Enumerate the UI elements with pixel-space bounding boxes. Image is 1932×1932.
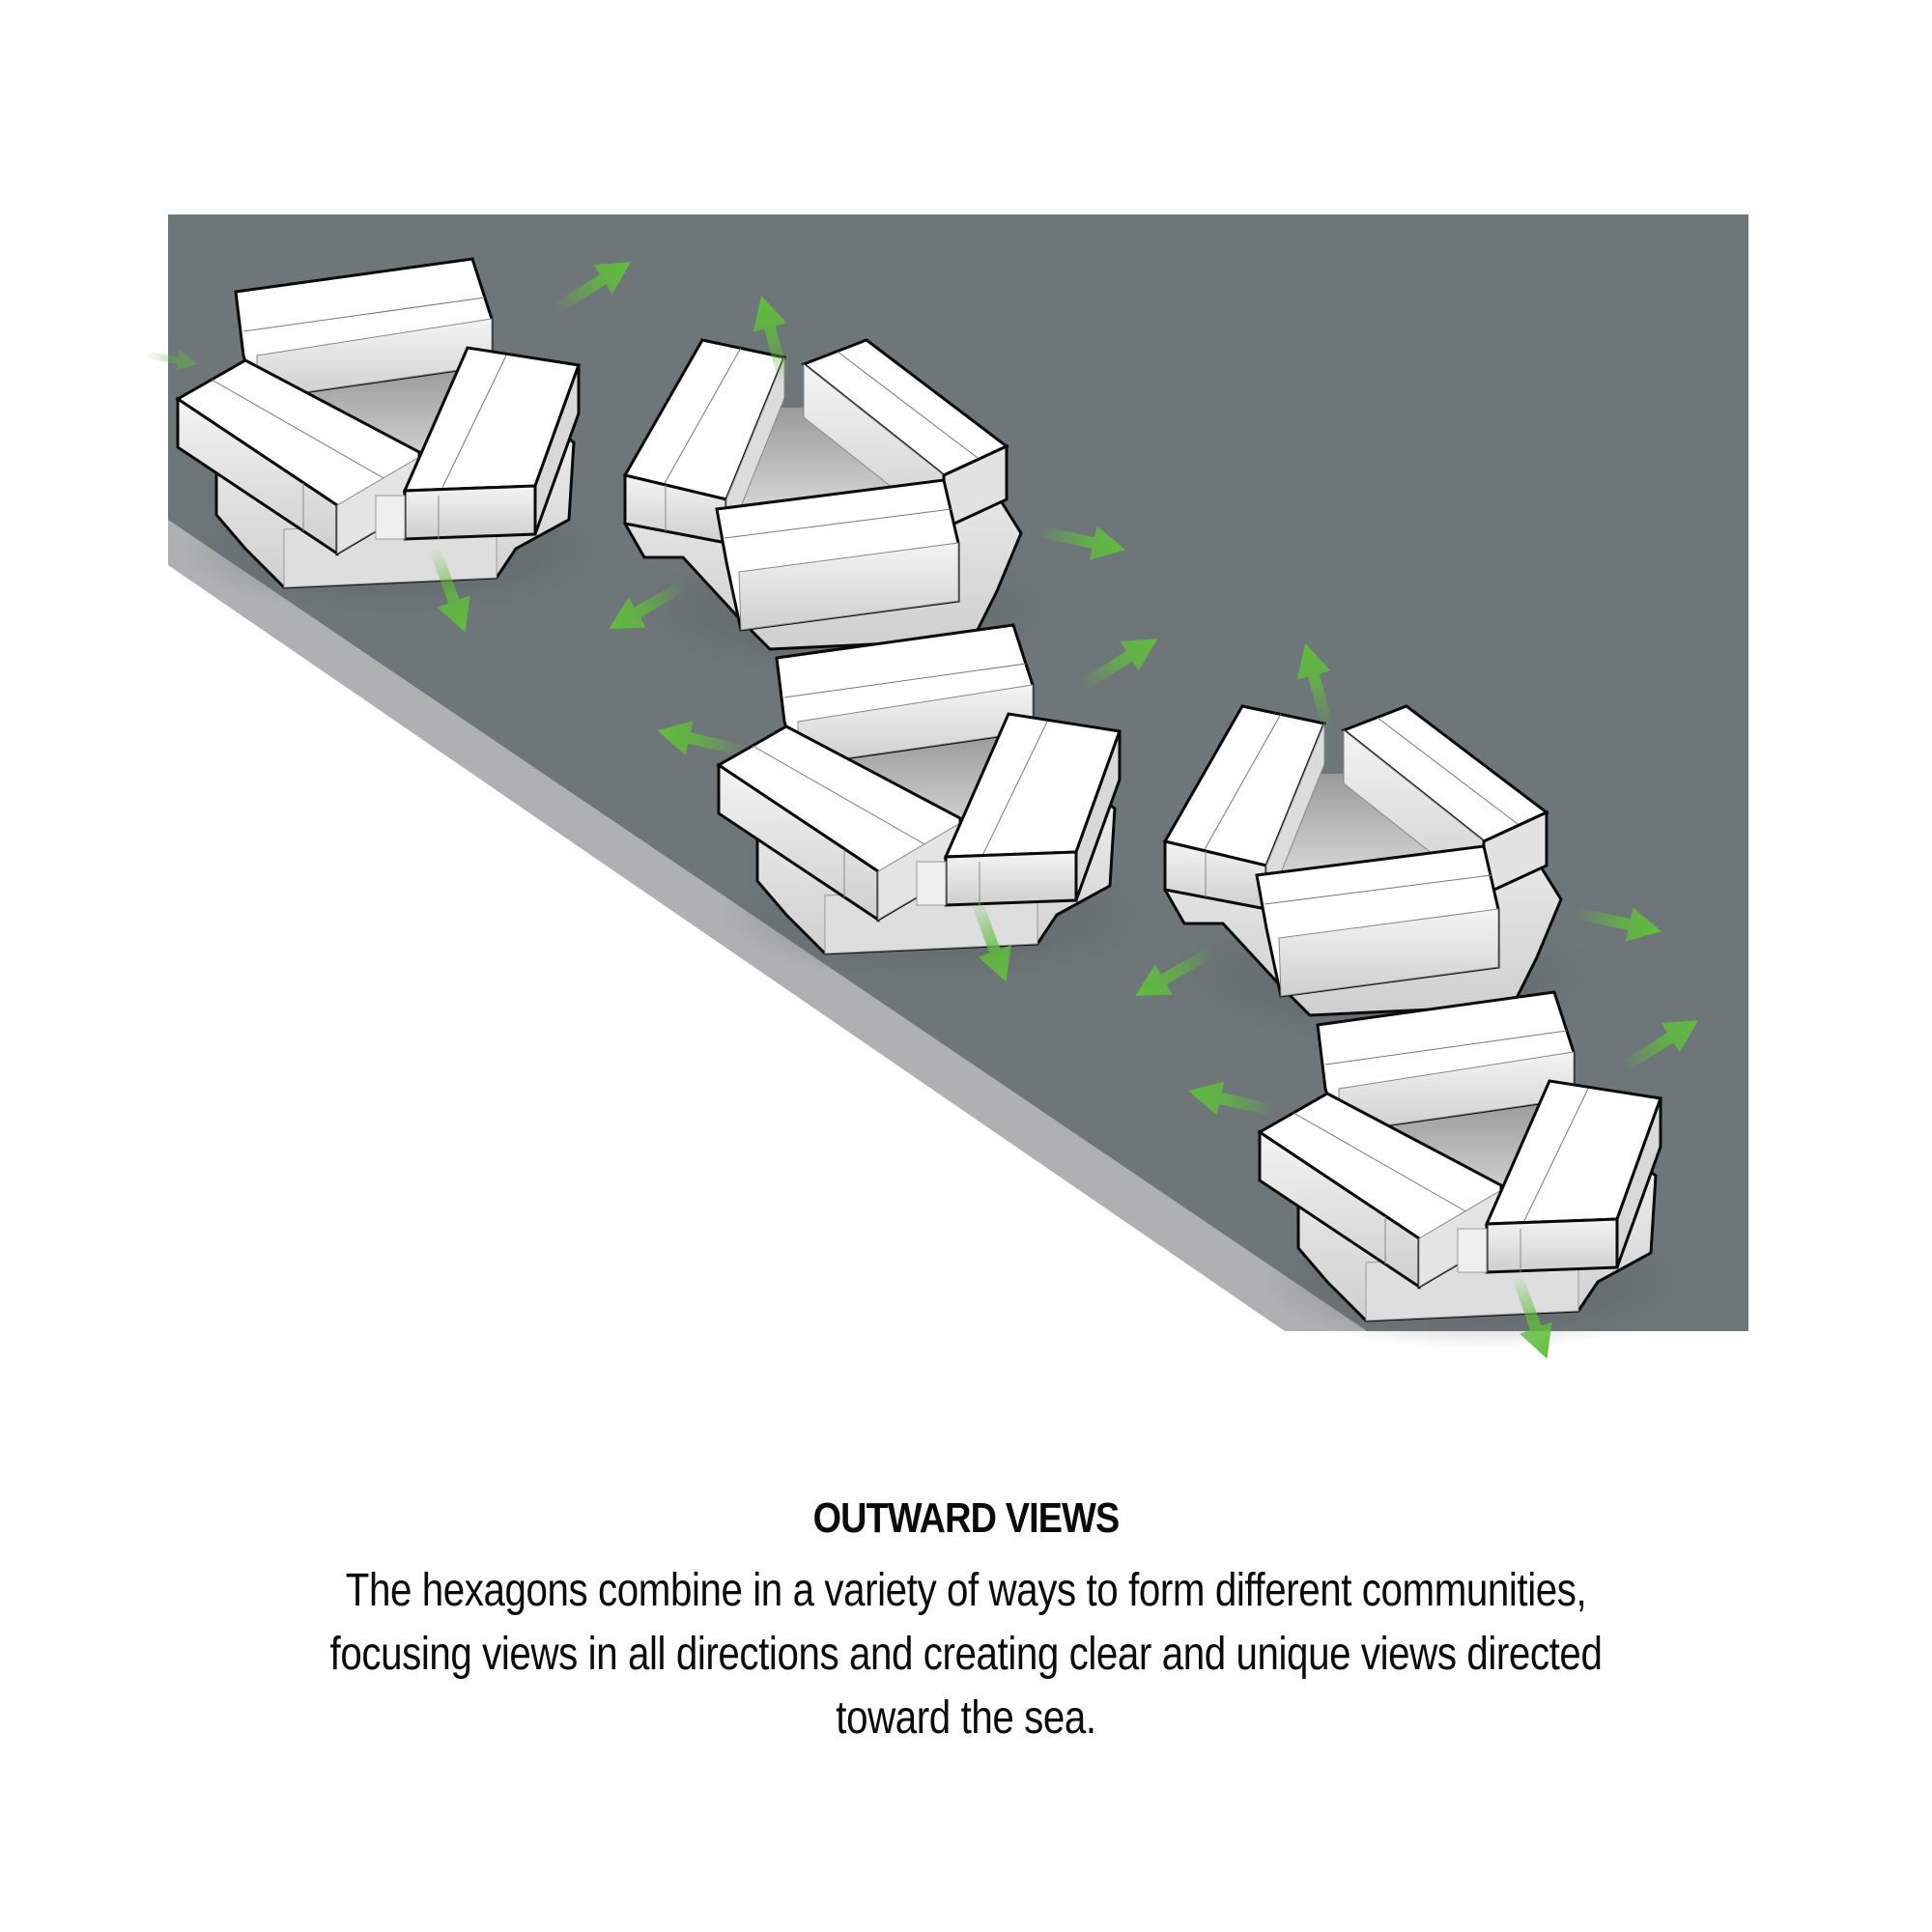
description-line: focusing views in all directions and cre… [329, 1629, 1603, 1680]
description-line: The hexagons combine in a variety of way… [345, 1565, 1587, 1616]
diagram-description: The hexagons combine in a variety of way… [155, 1559, 1777, 1750]
diagram-title: OUTWARD VIEWS [812, 1494, 1121, 1542]
description-line: toward the sea. [836, 1692, 1096, 1744]
